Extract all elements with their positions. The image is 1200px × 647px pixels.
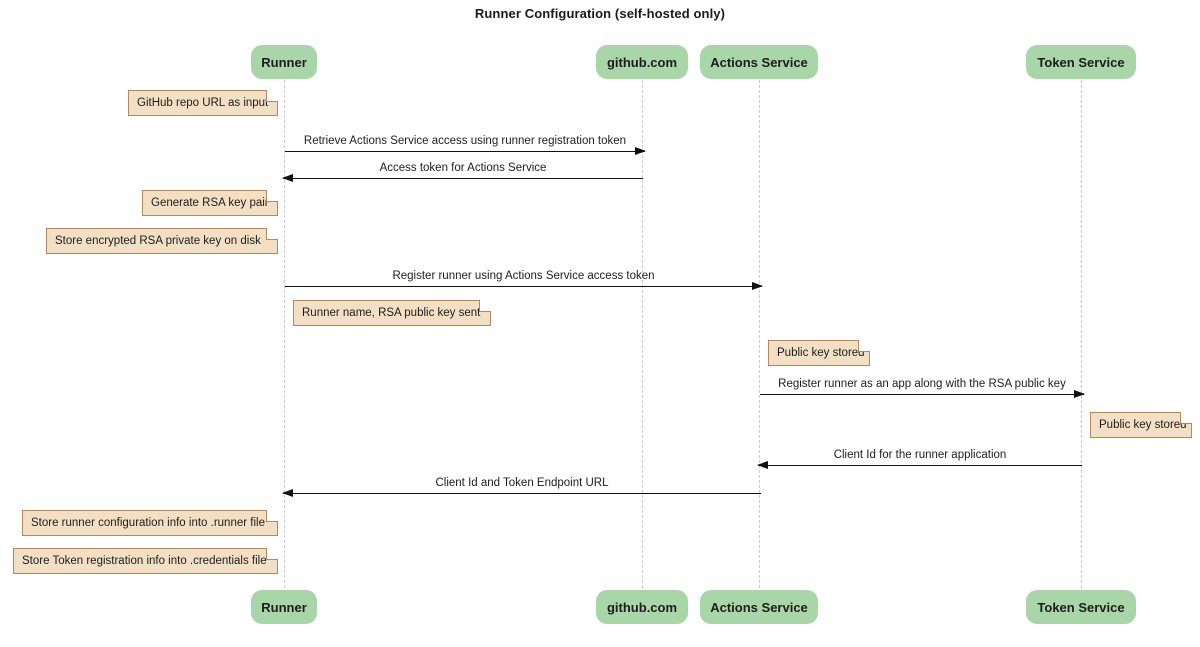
participant-runner-bottom[interactable]: Runner [251, 590, 317, 624]
participant-runner[interactable]: Runner [251, 45, 317, 79]
participant-label: github.com [606, 54, 678, 70]
participant-github-bottom[interactable]: github.com [596, 590, 688, 624]
note-fold-corner-icon [266, 228, 278, 240]
message-label: Client Id and Token Endpoint URL [435, 477, 609, 489]
page-title: Runner Configuration (self-hosted only) [474, 6, 726, 21]
note-text: Store runner configuration info into .ru… [31, 517, 265, 529]
note-note-5: Public key stored [768, 340, 870, 366]
message-arrow-msg-4: Register runner as an app along with the… [760, 378, 1085, 398]
message-arrow-msg-3: Register runner using Actions Service ac… [285, 270, 763, 290]
message-label: Retrieve Actions Service access using ru… [303, 135, 627, 147]
lifeline-token [1081, 80, 1082, 588]
note-text: Store encrypted RSA private key on disk [55, 235, 261, 247]
participant-label: Token Service [1037, 599, 1125, 615]
note-text: Public key stored [777, 347, 865, 359]
participant-label: Token Service [1037, 54, 1125, 70]
arrowhead-left-icon [282, 173, 293, 182]
note-fold-corner-icon [266, 90, 278, 102]
note-fold-corner-icon [479, 300, 491, 312]
message-label: Client Id for the runner application [833, 449, 1007, 461]
note-note-3: Store encrypted RSA private key on disk [46, 228, 278, 254]
participant-label: github.com [606, 599, 678, 615]
note-note-6: Public key stored [1090, 412, 1192, 438]
participant-actions-bottom[interactable]: Actions Service [700, 590, 818, 624]
note-fold-corner-icon [266, 510, 278, 522]
message-label: Register runner using Actions Service ac… [392, 270, 655, 282]
note-note-2: Generate RSA key pair [142, 190, 278, 216]
message-label: Access token for Actions Service [379, 162, 547, 174]
message-arrow-msg-1: Retrieve Actions Service access using ru… [285, 135, 646, 155]
arrowhead-right-icon [1074, 389, 1085, 398]
arrowhead-left-icon [757, 460, 768, 469]
note-text: GitHub repo URL as input [137, 97, 269, 109]
participant-label: Runner [261, 54, 307, 70]
participant-label: Actions Service [710, 599, 808, 615]
participant-label: Runner [261, 599, 307, 615]
arrowhead-right-icon [635, 146, 646, 155]
participant-token-bottom[interactable]: Token Service [1026, 590, 1136, 624]
message-arrow-msg-2: Access token for Actions Service [282, 162, 643, 182]
note-text: Public key stored [1099, 419, 1187, 431]
note-note-1: GitHub repo URL as input [128, 90, 278, 116]
note-fold-corner-icon [1180, 412, 1192, 424]
arrowhead-right-icon [752, 281, 763, 290]
participant-label: Actions Service [710, 54, 808, 70]
note-text: Store Token registration info into .cred… [22, 555, 267, 567]
arrowhead-left-icon [282, 488, 293, 497]
lifeline-actions [759, 80, 760, 588]
lifeline-github [642, 80, 643, 588]
participant-github[interactable]: github.com [596, 45, 688, 79]
note-note-4: Runner name, RSA public key sent [293, 300, 491, 326]
note-text: Generate RSA key pair [151, 197, 269, 209]
note-note-8: Store Token registration info into .cred… [13, 548, 278, 574]
note-fold-corner-icon [858, 340, 870, 352]
participant-token[interactable]: Token Service [1026, 45, 1136, 79]
note-text: Runner name, RSA public key sent [302, 307, 481, 319]
note-note-7: Store runner configuration info into .ru… [22, 510, 278, 536]
lifeline-runner [284, 80, 285, 588]
message-arrow-msg-5: Client Id for the runner application [757, 449, 1082, 469]
participant-actions[interactable]: Actions Service [700, 45, 818, 79]
note-fold-corner-icon [266, 548, 278, 560]
message-label: Register runner as an app along with the… [778, 378, 1066, 390]
note-fold-corner-icon [266, 190, 278, 202]
message-arrow-msg-6: Client Id and Token Endpoint URL [282, 477, 761, 497]
